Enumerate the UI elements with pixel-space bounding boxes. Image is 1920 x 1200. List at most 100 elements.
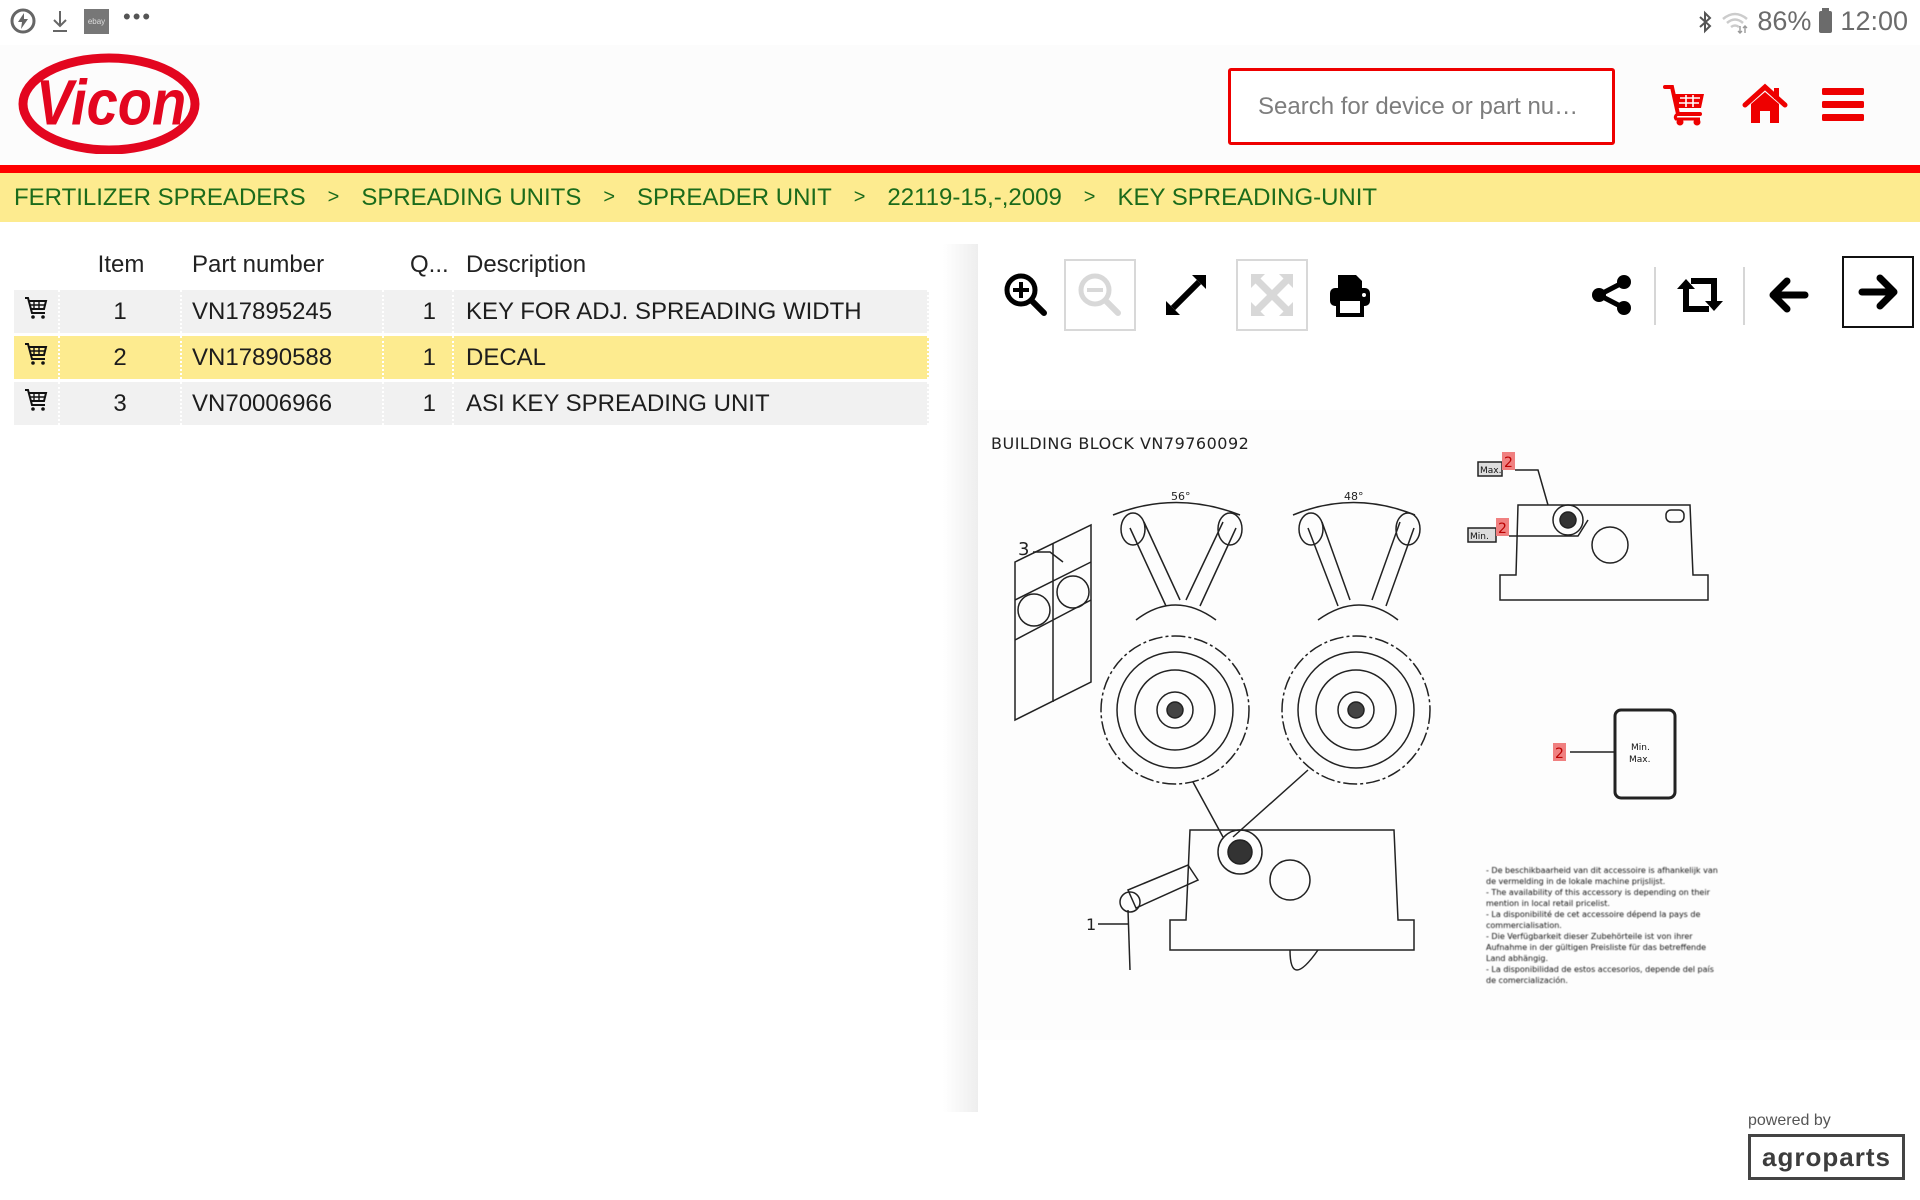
part-number[interactable]: VN17895245 — [182, 290, 384, 333]
add-to-cart-button[interactable] — [14, 336, 60, 379]
exploded-view-drawing[interactable]: BUILDING BLOCK VN79760092 3 56° — [978, 410, 1920, 1040]
zoom-out-button[interactable] — [1064, 259, 1136, 331]
quantity: 1 — [384, 382, 454, 425]
rotate-icon — [1677, 278, 1723, 312]
item-number: 1 — [60, 290, 182, 333]
description: DECAL — [454, 336, 929, 379]
callout-3: 3 — [1018, 539, 1029, 560]
column-header-quantity[interactable]: Q... — [410, 251, 449, 278]
previous-arrow-icon — [1769, 277, 1809, 313]
ebay-app-icon: ebay — [84, 8, 109, 34]
breadcrumb-item-spreader-unit[interactable]: SPREADER UNIT — [637, 183, 832, 211]
expand-icon — [1166, 275, 1206, 315]
share-button[interactable] — [1576, 259, 1648, 331]
svg-text:48°: 48° — [1344, 490, 1364, 503]
quantity: 1 — [384, 290, 454, 333]
quantity: 1 — [384, 336, 454, 379]
item-number: 2 — [60, 336, 182, 379]
callout-2: 2 — [1504, 455, 1513, 471]
item-number: 3 — [60, 382, 182, 425]
breadcrumb-separator: > — [327, 186, 340, 208]
part-number[interactable]: VN17890588 — [182, 336, 384, 379]
status-bar: ebay ••• 86% 12:00 — [0, 0, 1920, 45]
print-button[interactable] — [1314, 259, 1386, 331]
parts-table: Item Part number Q... Description 1 VN17… — [14, 240, 929, 428]
column-header-description[interactable]: Description — [466, 251, 587, 278]
home-button[interactable] — [1740, 80, 1790, 130]
building-block-title: BUILDING BLOCK VN79760092 — [991, 434, 1250, 453]
breadcrumb-separator: > — [853, 186, 866, 208]
column-header-cart — [14, 243, 60, 287]
part-number[interactable]: VN70006966 — [182, 382, 384, 425]
next-arrow-icon — [1858, 274, 1898, 310]
description: ASI KEY SPREADING UNIT — [454, 382, 929, 425]
svg-text:Min.: Min. — [1631, 743, 1650, 753]
rotate-button[interactable] — [1664, 259, 1736, 331]
breadcrumb-separator: > — [1083, 186, 1096, 208]
menu-icon — [1822, 88, 1864, 121]
column-header-part-number[interactable]: Part number — [192, 251, 325, 278]
table-row[interactable]: 1 VN17895245 1 KEY FOR ADJ. SPREADING WI… — [14, 290, 929, 333]
zoom-in-button[interactable] — [990, 259, 1062, 331]
clock: 12:00 — [1840, 6, 1908, 36]
availability-notes: - De beschikbaarheid van dit accessoire … — [1486, 866, 1718, 985]
agroparts-logo[interactable]: agroparts — [1748, 1134, 1905, 1180]
add-to-cart-button[interactable] — [14, 382, 60, 425]
svg-text:Min.: Min. — [1470, 532, 1489, 542]
svg-text:Max.: Max. — [1629, 755, 1650, 765]
callout-2: 2 — [1498, 521, 1507, 537]
table-row-selected[interactable]: 2 VN17890588 1 DECAL — [14, 336, 929, 379]
toolbar-separator — [1654, 267, 1656, 325]
next-button[interactable] — [1842, 256, 1914, 328]
previous-button[interactable] — [1753, 259, 1825, 331]
fullscreen-button[interactable] — [1150, 259, 1222, 331]
technical-diagram: 3 56° 48° — [1014, 452, 1709, 971]
drawing-viewer: BUILDING BLOCK VN79760092 3 56° — [978, 244, 1920, 1112]
vicon-logo[interactable]: Vicon — [18, 50, 200, 155]
battery-percent: 86% — [1757, 6, 1812, 36]
download-icon — [50, 8, 70, 34]
description: KEY FOR ADJ. SPREADING WIDTH — [454, 290, 929, 333]
data-saver-icon — [10, 8, 36, 34]
callout-2: 2 — [1555, 746, 1564, 762]
brand-wordmark: Vicon — [36, 66, 186, 139]
share-icon — [1592, 275, 1631, 315]
menu-button[interactable] — [1818, 80, 1868, 130]
callout-1: 1 — [1086, 915, 1096, 934]
search-field-wrapper[interactable] — [1228, 68, 1615, 145]
svg-text:Max.: Max. — [1480, 466, 1501, 476]
add-to-cart-icon — [25, 389, 48, 411]
table-row[interactable]: 3 VN70006966 1 ASI KEY SPREADING UNIT — [14, 382, 929, 425]
svg-text:56°: 56° — [1171, 490, 1191, 503]
breadcrumb-item-spreading-units[interactable]: SPREADING UNITS — [361, 183, 582, 211]
breadcrumb-item-key-spreading-unit[interactable]: KEY SPREADING-UNIT — [1117, 183, 1378, 211]
breadcrumb: FERTILIZER SPREADERS > SPREADING UNITS >… — [0, 173, 1920, 222]
cart-button[interactable] — [1660, 80, 1710, 130]
toolbar-separator — [1743, 267, 1745, 325]
breadcrumb-item-model[interactable]: 22119-15,-,2009 — [887, 183, 1062, 211]
column-header-item[interactable]: Item — [97, 251, 145, 278]
breadcrumb-item-fertilizer-spreaders[interactable]: FERTILIZER SPREADERS — [14, 183, 306, 211]
powered-by-label: powered by — [1748, 1112, 1831, 1129]
home-icon — [1742, 83, 1788, 123]
zoom-in-icon — [1004, 273, 1047, 316]
breadcrumb-separator: > — [603, 186, 616, 208]
cart-icon — [1663, 85, 1704, 126]
wifi-icon — [1721, 10, 1749, 34]
header-divider — [0, 165, 1920, 173]
fit-to-screen-button[interactable] — [1236, 259, 1308, 331]
add-to-cart-button[interactable] — [14, 290, 60, 333]
battery-icon — [1819, 7, 1833, 33]
fit-to-screen-icon — [1251, 274, 1293, 316]
zoom-out-icon — [1078, 273, 1121, 316]
add-to-cart-icon — [25, 343, 48, 365]
more-notifications-icon: ••• — [123, 4, 153, 29]
table-header-row: Item Part number Q... Description — [14, 243, 929, 287]
parts-list-panel: Item Part number Q... Description 1 VN17… — [14, 240, 929, 428]
print-icon — [1330, 275, 1370, 317]
app-header: Vicon — [0, 45, 1920, 165]
search-input[interactable] — [1231, 71, 1612, 142]
bluetooth-icon — [1697, 10, 1713, 34]
panel-splitter[interactable] — [943, 244, 978, 1112]
add-to-cart-icon — [25, 297, 48, 319]
